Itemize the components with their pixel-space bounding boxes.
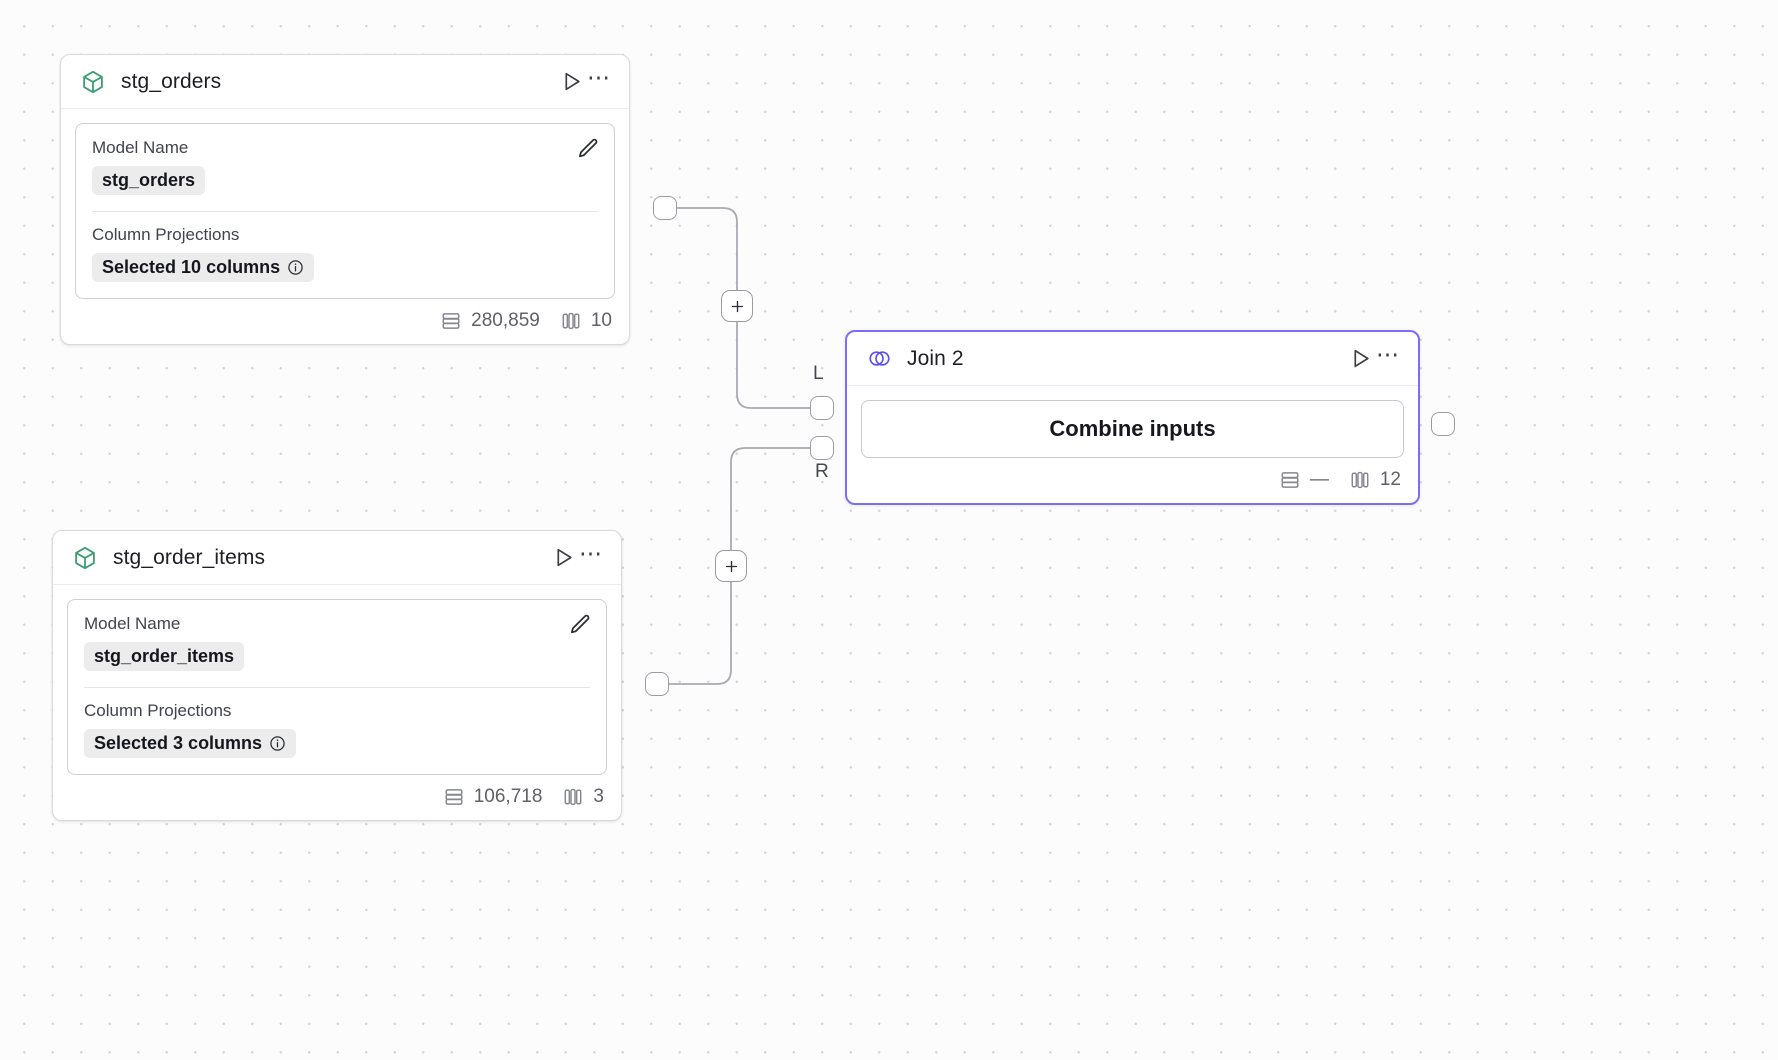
- field-label-column-projections: Column Projections: [84, 701, 232, 720]
- field-label-column-projections: Column Projections: [92, 225, 240, 244]
- panel-divider: [92, 211, 598, 212]
- field-label-model-name: Model Name: [92, 138, 189, 157]
- port-label-right: R: [815, 461, 829, 482]
- rows-icon: [1281, 472, 1299, 488]
- columns-icon: [1351, 471, 1369, 489]
- node-stg-orders[interactable]: stg_orders ⋯ Model Name stg_orders: [60, 54, 630, 345]
- cube-icon: [71, 544, 99, 572]
- output-handle-stg-order-items[interactable]: [645, 672, 669, 696]
- output-handle-join-2[interactable]: [1431, 412, 1455, 436]
- run-icon[interactable]: [557, 68, 585, 96]
- column-count-value: 10: [590, 310, 612, 331]
- node-header: stg_order_items ⋯: [53, 531, 621, 585]
- column-projections-value: Selected 3 columns: [94, 733, 263, 753]
- column-projections-chip[interactable]: Selected 3 columns: [84, 729, 297, 758]
- row-count-value: 280,859: [471, 310, 540, 331]
- column-count-value: 12: [1379, 469, 1401, 490]
- run-icon[interactable]: [1346, 345, 1374, 373]
- node-title: stg_order_items: [113, 545, 266, 569]
- node-body: Model Name stg_orders Column Projections…: [61, 109, 629, 299]
- more-options-icon[interactable]: ⋯: [1376, 341, 1400, 367]
- add-node-on-edge-button-2[interactable]: [715, 550, 747, 582]
- cube-icon: [79, 68, 107, 96]
- node-body: Model Name stg_order_items Column Projec…: [53, 585, 621, 775]
- model-config-panel: Model Name stg_order_items Column Projec…: [67, 599, 607, 775]
- node-stats: — 12: [847, 458, 1418, 503]
- row-count: 280,859: [440, 310, 540, 332]
- port-label-left: L: [813, 363, 824, 384]
- node-body: Combine inputs: [847, 386, 1418, 458]
- model-config-panel: Model Name stg_orders Column Projections…: [75, 123, 615, 299]
- column-count: 10: [560, 310, 612, 332]
- edit-pencil-icon[interactable]: [567, 612, 593, 638]
- node-stats: 280,859 10: [61, 299, 629, 344]
- model-name-value: stg_order_items: [94, 646, 235, 666]
- row-count: —: [1279, 469, 1329, 491]
- venn-join-icon: [865, 345, 893, 373]
- more-options-icon[interactable]: ⋯: [587, 64, 611, 90]
- row-count-value: —: [1309, 469, 1329, 490]
- more-options-icon[interactable]: ⋯: [579, 540, 603, 566]
- field-label-model-name: Model Name: [84, 614, 181, 633]
- node-title: stg_orders: [121, 69, 222, 93]
- column-count: 3: [562, 786, 604, 808]
- node-stats: 106,718 3: [53, 775, 621, 820]
- combine-inputs-button[interactable]: Combine inputs: [861, 400, 1404, 458]
- model-name-chip[interactable]: stg_order_items: [84, 642, 245, 671]
- combine-inputs-label: Combine inputs: [1049, 416, 1216, 441]
- panel-divider: [84, 687, 590, 688]
- rows-icon: [442, 313, 460, 329]
- output-handle-stg-orders[interactable]: [653, 196, 677, 220]
- input-handle-right[interactable]: [810, 436, 834, 460]
- node-title: Join 2: [907, 346, 964, 370]
- edit-pencil-icon[interactable]: [575, 136, 601, 162]
- add-node-on-edge-button-1[interactable]: [721, 290, 753, 322]
- row-count: 106,718: [443, 786, 543, 808]
- model-name-value: stg_orders: [102, 170, 196, 190]
- column-count: 12: [1349, 469, 1401, 491]
- rows-icon: [445, 789, 463, 805]
- columns-icon: [564, 788, 582, 806]
- row-count-value: 106,718: [473, 786, 543, 807]
- columns-icon: [562, 312, 580, 330]
- model-name-chip[interactable]: stg_orders: [92, 166, 206, 195]
- node-join-2[interactable]: Join 2 ⋯ Combine inputs —: [845, 330, 1420, 505]
- node-header: Join 2 ⋯: [847, 332, 1418, 386]
- column-count-value: 3: [593, 786, 604, 807]
- info-icon[interactable]: [269, 735, 286, 752]
- run-icon[interactable]: [549, 544, 577, 572]
- plus-icon: [725, 560, 737, 572]
- info-icon[interactable]: [287, 259, 304, 276]
- input-handle-left[interactable]: [810, 396, 834, 420]
- plus-icon: [731, 300, 743, 312]
- node-stg-order-items[interactable]: stg_order_items ⋯ Model Name stg_order_i…: [52, 530, 622, 821]
- column-projections-value: Selected 10 columns: [102, 257, 281, 277]
- column-projections-chip[interactable]: Selected 10 columns: [92, 253, 315, 282]
- node-header: stg_orders ⋯: [61, 55, 629, 109]
